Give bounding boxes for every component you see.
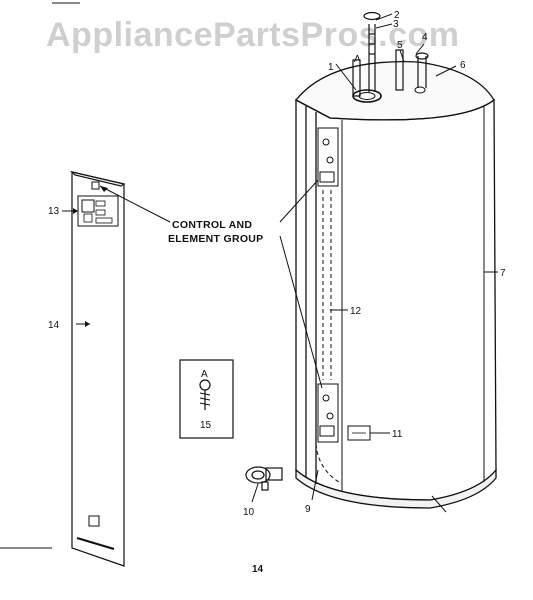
callout-7: 7	[500, 268, 506, 279]
element-inner-curve	[315, 443, 343, 485]
callout-3: 3	[393, 19, 399, 30]
access-panel	[70, 170, 126, 567]
callout-14: 14	[48, 320, 60, 331]
inset-callout-15: 15	[200, 420, 212, 431]
arrowheads	[73, 186, 108, 327]
watermark: AppliancePartsPros.com	[46, 16, 460, 54]
page-number: 14	[252, 564, 264, 575]
tank-jacket	[294, 61, 497, 509]
callout-10: 10	[243, 507, 255, 518]
callout-11: 11	[392, 429, 403, 440]
callout-4: 4	[422, 32, 428, 43]
element-housing	[317, 127, 339, 443]
group-label-line-1: CONTROL AND	[172, 219, 252, 231]
screw-inset-box	[179, 359, 234, 439]
callout-6: 6	[460, 60, 466, 71]
tank-callout-a: A	[354, 54, 361, 65]
callout-2: 2	[394, 10, 400, 21]
drain-valve	[245, 466, 283, 491]
top-fittings	[352, 11, 429, 97]
callout-1: 1	[328, 62, 334, 73]
callout-5: 5	[397, 40, 403, 51]
inset-callout-a: A	[201, 369, 208, 380]
leader-lines	[62, 13, 498, 513]
callout-9: 9	[305, 504, 311, 515]
callout-13: 13	[48, 206, 60, 217]
group-label-line-2: ELEMENT GROUP	[168, 233, 264, 245]
callout-12: 12	[350, 306, 362, 317]
